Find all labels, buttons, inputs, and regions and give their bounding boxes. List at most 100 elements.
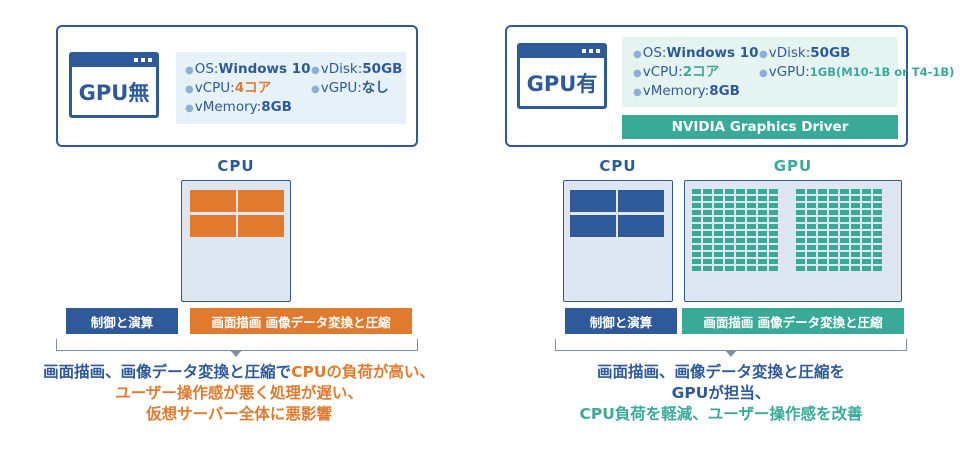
gpu-core	[757, 195, 767, 201]
gpu-core	[839, 244, 849, 250]
gpu-core	[872, 188, 882, 194]
gpu-core	[691, 237, 701, 243]
gpu-core	[872, 223, 882, 229]
gpu-core	[768, 258, 778, 264]
gpu-core	[691, 202, 701, 208]
right-spec-vcpu: ●vCPU:2コア	[633, 64, 720, 80]
right-cpu-label: CPU	[599, 157, 637, 175]
gpu-core	[817, 202, 827, 208]
right-tag-control: 制御と演算	[565, 308, 677, 334]
gpu-core	[806, 223, 816, 229]
gpu-core	[817, 258, 827, 264]
window-titlebar	[72, 55, 156, 67]
gpu-core	[724, 216, 734, 222]
gpu-core	[746, 237, 756, 243]
gpu-core	[746, 251, 756, 257]
gpu-core	[828, 223, 838, 229]
gpu-core	[817, 251, 827, 257]
left-spec-vmemory: ●vMemory:8GB	[185, 99, 292, 115]
gpu-core	[702, 237, 712, 243]
gpu-core	[872, 265, 882, 271]
gpu-core	[795, 202, 805, 208]
left-spec-vdisk: ●vDisk:50GB	[311, 61, 403, 77]
gpu-core	[861, 223, 871, 229]
gpu-core	[724, 258, 734, 264]
cpu-core	[570, 215, 616, 237]
gpu-core	[795, 237, 805, 243]
gpu-core	[861, 195, 871, 201]
gpu-core	[850, 251, 860, 257]
gpu-core	[861, 265, 871, 271]
gpu-core	[839, 216, 849, 222]
gpu-core	[850, 188, 860, 194]
gpu-core	[702, 209, 712, 215]
gpu-core	[861, 244, 871, 250]
gpu-core	[861, 258, 871, 264]
right-spec-vdisk: ●vDisk:50GB	[759, 45, 851, 61]
gpu-core	[806, 216, 816, 222]
right-caption-line1: 画面描画、画像データ変換と圧縮を	[596, 363, 845, 381]
right-vm-label: GPU有	[526, 72, 598, 96]
gpu-core	[746, 265, 756, 271]
gpu-core	[713, 237, 723, 243]
gpu-core	[724, 265, 734, 271]
gpu-core	[746, 223, 756, 229]
gpu-core	[713, 188, 723, 194]
gpu-core	[806, 244, 816, 250]
gpu-core	[735, 251, 745, 257]
gpu-core	[850, 244, 860, 250]
gpu-core	[872, 230, 882, 236]
gpu-core	[872, 202, 882, 208]
gpu-core	[735, 216, 745, 222]
right-spec-vmemory: ●vMemory:8GB	[633, 83, 740, 99]
gpu-core	[795, 209, 805, 215]
gpu-core	[806, 265, 816, 271]
left-cpu-chip	[181, 180, 291, 302]
gpu-core	[702, 188, 712, 194]
gpu-core	[850, 230, 860, 236]
gpu-core	[817, 195, 827, 201]
right-spec-vgpu: ●vGPU:1GB(M10-1B or T4-1B)	[759, 64, 955, 80]
gpu-core	[746, 244, 756, 250]
left-spec-os: ●OS:Windows 10	[185, 61, 311, 77]
gpu-core	[872, 195, 882, 201]
gpu-core	[713, 209, 723, 215]
cpu-core	[190, 190, 236, 212]
gpu-core	[817, 230, 827, 236]
gpu-core	[691, 223, 701, 229]
gpu-core	[828, 202, 838, 208]
gpu-core	[724, 251, 734, 257]
cpu-core	[618, 190, 664, 212]
left-cpu-label: CPU	[217, 157, 255, 175]
gpu-core	[828, 251, 838, 257]
left-tag-control: 制御と演算	[66, 308, 178, 334]
gpu-core	[724, 230, 734, 236]
gpu-core	[757, 265, 767, 271]
gpu-core	[702, 195, 712, 201]
right-cpu-chip	[563, 180, 673, 302]
left-caption-line3: 仮想サーバー全体に悪影響	[146, 405, 332, 423]
gpu-core	[806, 195, 816, 201]
gpu-core	[702, 251, 712, 257]
gpu-core	[735, 209, 745, 215]
gpu-core	[724, 195, 734, 201]
gpu-core	[768, 244, 778, 250]
gpu-core	[768, 202, 778, 208]
gpu-core	[691, 209, 701, 215]
gpu-core	[735, 195, 745, 201]
gpu-core	[768, 188, 778, 194]
gpu-core	[806, 237, 816, 243]
gpu-core	[746, 202, 756, 208]
gpu-core	[839, 258, 849, 264]
gpu-core	[724, 202, 734, 208]
gpu-core	[702, 258, 712, 264]
gpu-core	[768, 195, 778, 201]
gpu-core	[839, 230, 849, 236]
gpu-core	[828, 258, 838, 264]
gpu-core	[828, 237, 838, 243]
gpu-core	[713, 223, 723, 229]
gpu-core	[724, 244, 734, 250]
gpu-core	[850, 237, 860, 243]
gpu-core	[691, 258, 701, 264]
left-bracket-notch	[230, 350, 242, 357]
